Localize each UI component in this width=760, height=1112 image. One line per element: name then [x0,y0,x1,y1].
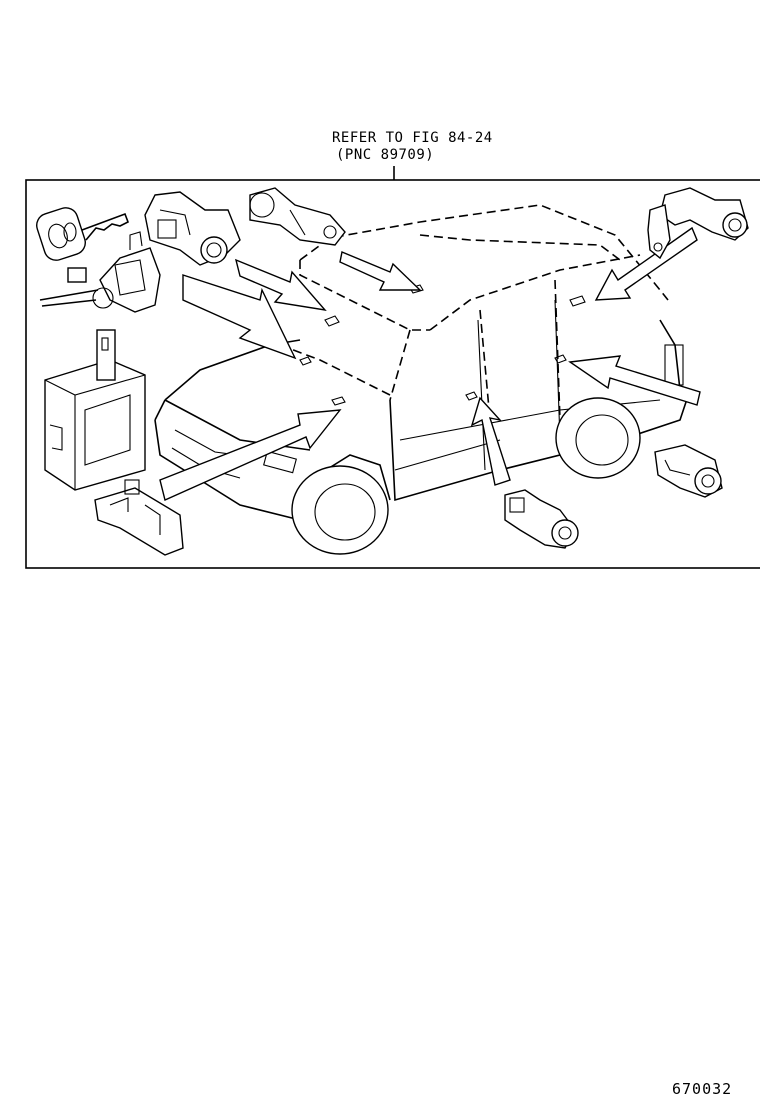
rear-wheel [555,397,641,479]
ecu-module-icon [44,329,146,491]
lock-cylinder-icon [144,191,241,266]
refer-label: REFER TO FIG 84-24 [332,130,493,146]
front-wheel [291,465,389,555]
pointer-arrows [159,226,701,501]
door-lock-cylinder-icon [504,489,579,549]
ignition-lock-icon [39,231,161,313]
back-door-lock-icon [647,187,749,260]
lock-position-markers [299,284,586,406]
figure-number: 670032 [672,1080,733,1098]
fuel-lid-lock-icon [654,444,723,498]
key-icon [36,207,130,261]
diagram-frame [25,179,760,569]
pnc-label: (PNC 89709) [336,147,435,163]
lock-cylinder-icon-2 [249,187,346,246]
bracket-icon [94,479,184,556]
